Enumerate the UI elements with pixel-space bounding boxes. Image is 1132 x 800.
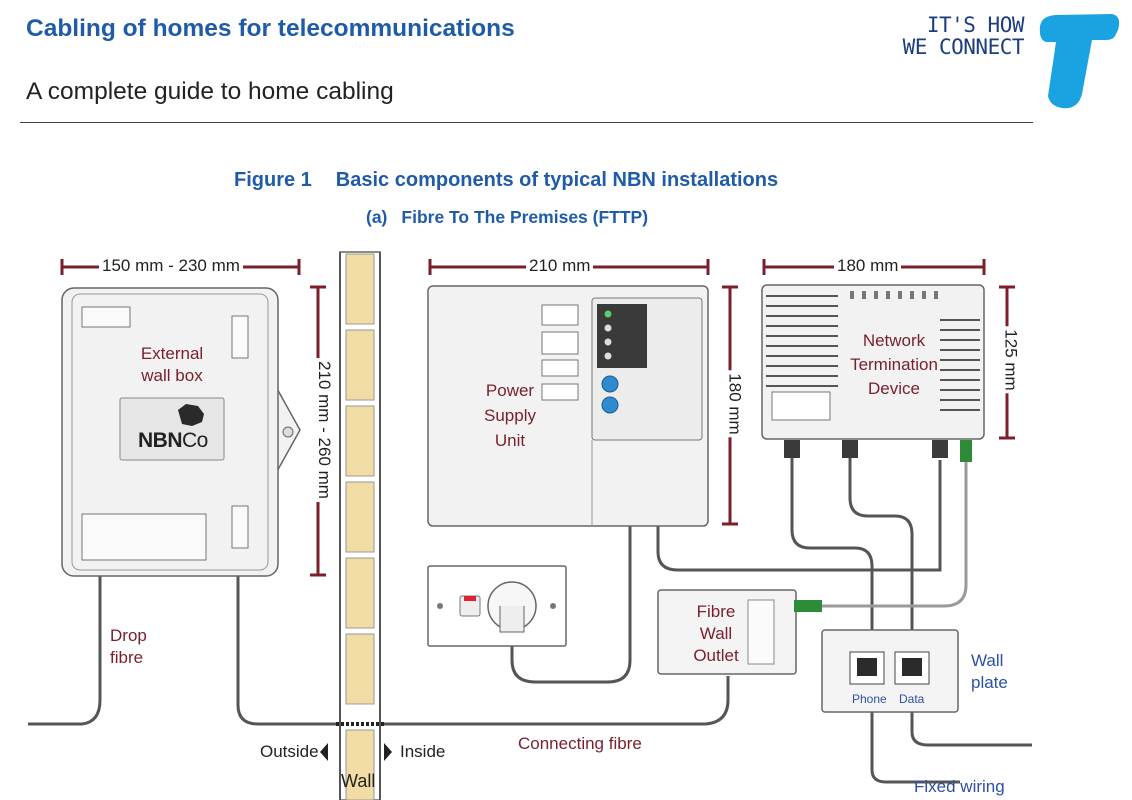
nbn-logo-co: Co xyxy=(182,429,208,452)
box-height-dimension: 210 mm - 260 mm xyxy=(313,358,334,502)
fibre-wall-outlet xyxy=(657,589,822,675)
ntd-label-line-1: Network xyxy=(862,331,926,350)
nbn-logo: NBNCo xyxy=(138,429,208,453)
figure-subtitle: (a) Fibre To The Premises (FTTP) xyxy=(366,207,648,228)
psu-label-line-3: Unit xyxy=(494,431,526,450)
fibre-wall-outlet-label-line-3: Outlet xyxy=(693,646,739,665)
telstra-logo-icon xyxy=(1039,14,1120,109)
header-divider xyxy=(20,122,1033,123)
external-wall-box-label: External wall box xyxy=(132,343,212,387)
external-wall-box xyxy=(61,287,301,577)
psu-power-cable xyxy=(510,526,632,684)
document-title: Cabling of homes for telecommunications xyxy=(26,15,515,42)
drop-fibre-label: Drop fibre xyxy=(110,625,147,669)
figure-sub-caption: Fibre To The Premises (FTTP) xyxy=(401,207,649,227)
outside-label: Outside xyxy=(260,742,319,761)
power-point xyxy=(427,565,567,647)
drop-fibre-label-line-2: fibre xyxy=(110,648,144,667)
wall xyxy=(320,251,392,800)
fibre-patch-cable xyxy=(822,460,968,608)
figure-title: Figure 1 Basic components of typical NBN … xyxy=(234,169,778,192)
nbn-logo-text: NBN xyxy=(138,429,183,452)
drop-fibre-label-line-1: Drop xyxy=(110,626,147,645)
external-wall-box-label-line-1: External xyxy=(140,344,204,363)
fixed-wiring-label: Fixed wiring xyxy=(914,777,1005,796)
data-cable xyxy=(848,458,914,656)
wall-plate-label-line-2: plate xyxy=(971,673,1008,692)
drop-fibre-cable xyxy=(28,568,102,726)
ntd-height-dimension: 125 mm xyxy=(1000,326,1021,394)
document-subtitle: A complete guide to home cabling xyxy=(26,78,394,105)
fibre-wall-outlet-label: Fibre Wall Outlet xyxy=(686,601,746,667)
psu-label-line-2: Supply xyxy=(484,406,536,425)
fibre-wall-outlet-label-line-1: Fibre xyxy=(696,602,736,621)
connecting-fibre-label: Connecting fibre xyxy=(518,734,642,753)
fixed-wiring-data xyxy=(910,712,1032,747)
ntd-label: Network Termination Device xyxy=(846,329,942,401)
psu-ntd-power-cable xyxy=(656,460,942,572)
data-port-label: Data xyxy=(899,692,925,706)
psu-height-dimension: 180 mm xyxy=(724,370,745,438)
figure-number: Figure 1 xyxy=(234,169,312,191)
phone-port-label: Phone xyxy=(852,692,887,706)
wall-plate xyxy=(821,629,959,713)
figure-sub-letter: (a) xyxy=(366,207,388,227)
phone-cable xyxy=(790,458,874,656)
tagline-line-1: IT'S HOW xyxy=(926,13,1025,37)
cables xyxy=(28,458,1032,784)
wall-plate-label-line-1: Wall xyxy=(971,651,1004,670)
fibre-wall-outlet-label-line-2: Wall xyxy=(699,624,733,643)
power-supply-unit xyxy=(427,285,709,527)
brand-tagline: IT'S HOW WE CONNECT xyxy=(896,13,1025,59)
inside-label: Inside xyxy=(400,742,446,761)
psu-label: Power Supply Unit xyxy=(472,378,548,453)
box-width-dimension: 150 mm - 230 mm xyxy=(99,256,243,276)
ntd-label-line-2: Termination xyxy=(850,355,938,374)
psu-label-line-1: Power xyxy=(485,381,535,400)
tagline-line-2: WE CONNECT xyxy=(902,35,1025,59)
external-wall-box-label-line-2: wall box xyxy=(141,366,203,385)
network-termination-device xyxy=(761,284,985,462)
psu-width-dimension: 210 mm xyxy=(526,256,594,276)
connecting-fibre-cable xyxy=(236,576,730,726)
wall-label: Wall xyxy=(341,771,376,791)
ntd-label-line-3: Device xyxy=(868,379,920,398)
fixed-wiring-phone xyxy=(870,712,960,784)
figure-caption: Basic components of typical NBN installa… xyxy=(335,169,779,191)
ntd-width-dimension: 180 mm xyxy=(834,256,902,276)
wall-plate-label: Wall plate xyxy=(971,650,1008,694)
